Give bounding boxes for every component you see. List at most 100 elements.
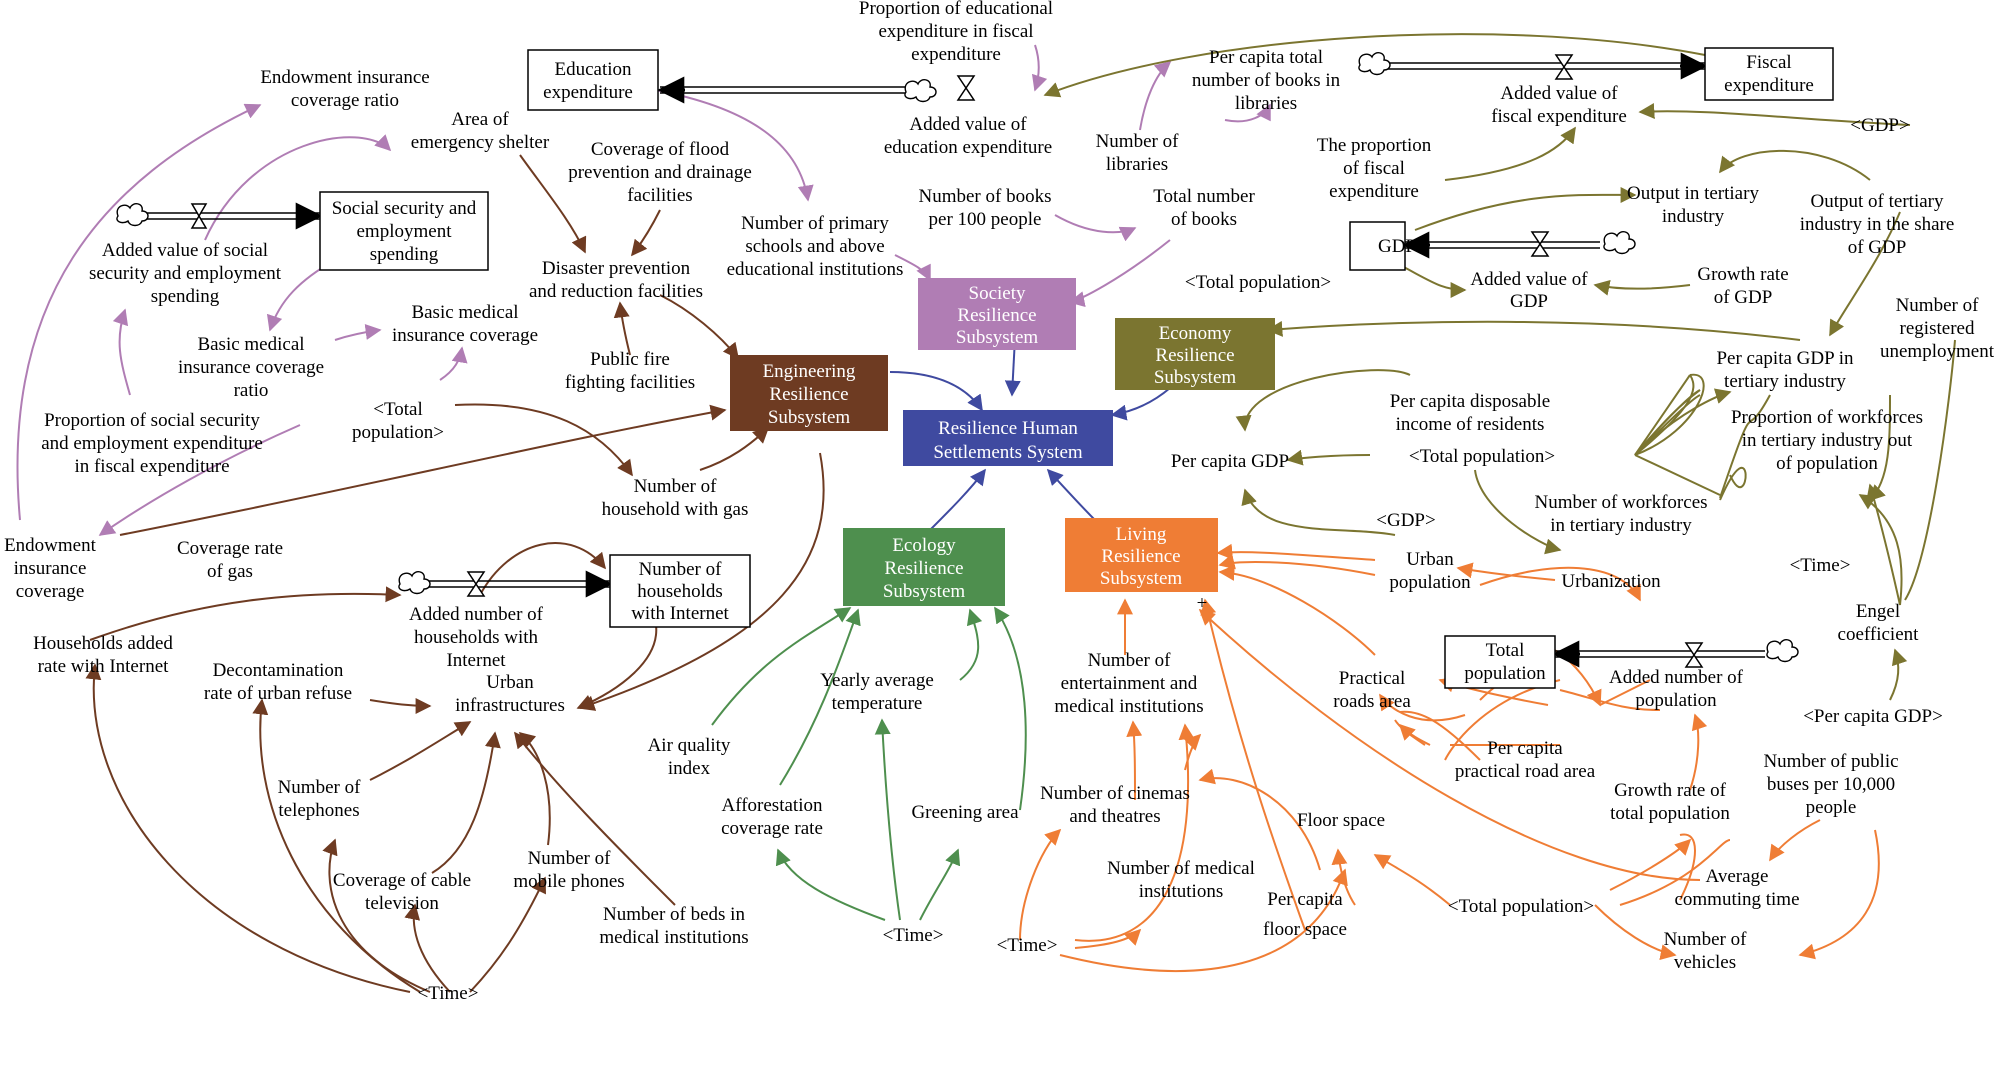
stock-social-line-1: Social security and bbox=[332, 198, 477, 219]
stock-education-line-2: expenditure bbox=[543, 82, 633, 103]
connector-layer bbox=[16, 33, 1956, 993]
var-gdp-ref1: <GDP> bbox=[1850, 115, 1909, 136]
subsystem-society: Society Resilience Subsystem bbox=[918, 278, 1076, 350]
stock-education: Education expenditure bbox=[527, 49, 659, 111]
subsystem-economy: Economy Resilience Subsystem bbox=[1115, 318, 1275, 390]
stock-gdp-label: GDP bbox=[1378, 236, 1416, 257]
society-line-2: Resilience bbox=[957, 305, 1036, 326]
living-line-1: Living bbox=[1116, 524, 1167, 545]
stock-households-line-3: with Internet bbox=[631, 603, 729, 624]
cloud-icon bbox=[116, 52, 1799, 663]
subsystem-ecology: Ecology Resilience Subsystem bbox=[843, 528, 1005, 606]
stock-households-line-1: Number of bbox=[639, 559, 723, 580]
stock-fiscal-line-1: Fiscal bbox=[1746, 52, 1791, 73]
var-urbanization: Urbanization bbox=[1561, 571, 1661, 592]
var-gdp-ref2: <GDP> bbox=[1376, 510, 1435, 531]
var-total-pop-ref3: <Total population> bbox=[1409, 446, 1555, 467]
plus-sign: + bbox=[1197, 593, 1208, 614]
stock-population-line-1: Total bbox=[1486, 640, 1525, 661]
economy-line-1: Economy bbox=[1159, 323, 1232, 344]
subsystem-core: Resilience Human Settlements System bbox=[903, 410, 1113, 466]
var-floor-space: Floor space bbox=[1297, 810, 1385, 831]
stock-fiscal: Fiscal expenditure bbox=[1704, 47, 1834, 101]
engineering-line-2: Resilience bbox=[769, 384, 848, 405]
economy-line-3: Subsystem bbox=[1154, 367, 1237, 388]
valve-icon bbox=[190, 54, 1704, 668]
stock-gdp: GDP bbox=[1349, 221, 1416, 271]
stock-households-line-2: households bbox=[637, 581, 723, 602]
var-time-ref2: <Time> bbox=[883, 925, 944, 946]
core-line-2: Settlements System bbox=[933, 442, 1083, 463]
var-time-ref3: <Time> bbox=[997, 935, 1058, 956]
var-pcgdp-ref: <Per capita GDP> bbox=[1803, 706, 1943, 727]
subsystem-living: Living Resilience Subsystem bbox=[1065, 518, 1218, 592]
engineering-line-3: Subsystem bbox=[768, 407, 851, 428]
economy-line-2: Resilience bbox=[1155, 345, 1234, 366]
society-line-3: Subsystem bbox=[956, 327, 1039, 348]
stock-total-population: Total population bbox=[1444, 635, 1556, 689]
var-greening: Greening area bbox=[911, 802, 1019, 823]
flow-pipes bbox=[138, 52, 1765, 668]
ecology-line-2: Resilience bbox=[884, 558, 963, 579]
ecology-line-1: Ecology bbox=[892, 535, 956, 556]
var-total-pop-ref1: <Total population> bbox=[1185, 272, 1331, 293]
society-line-1: Society bbox=[969, 283, 1026, 304]
stock-social-line-3: spending bbox=[370, 244, 439, 265]
stock-social: Social security and employment spending bbox=[319, 191, 489, 271]
stock-education-line-1: Education bbox=[554, 59, 632, 80]
ecology-line-3: Subsystem bbox=[883, 581, 966, 602]
stock-social-line-2: employment bbox=[357, 221, 453, 242]
var-time-ref4: <Time> bbox=[418, 983, 479, 1004]
stock-fiscal-line-2: expenditure bbox=[1724, 75, 1814, 96]
core-line-1: Resilience Human bbox=[938, 418, 1078, 439]
var-time-ref1: <Time> bbox=[1790, 555, 1851, 576]
